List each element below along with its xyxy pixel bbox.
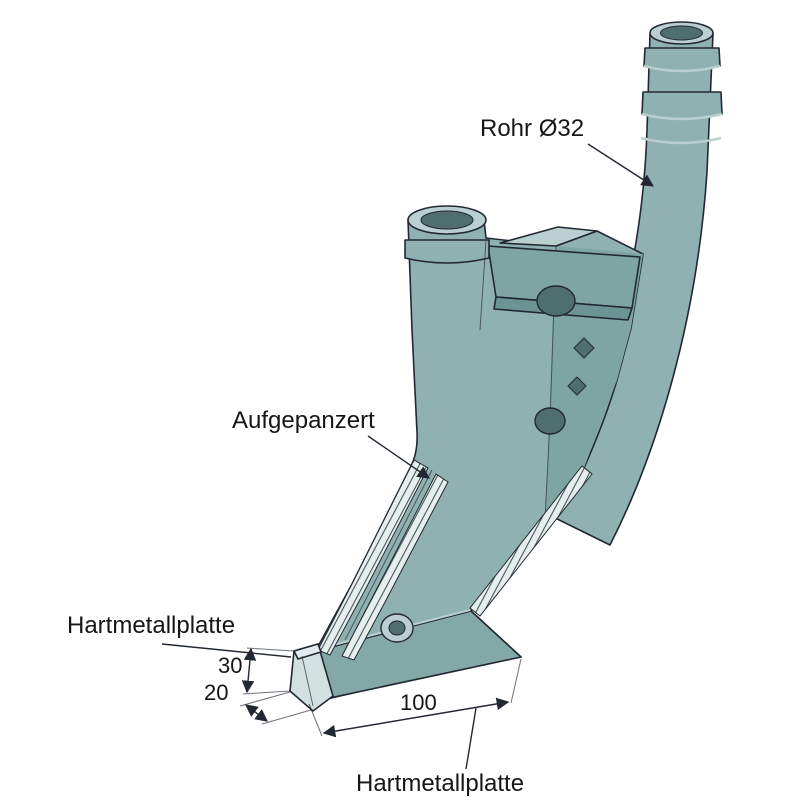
label-hartmetallplatte-left: Hartmetallplatte <box>67 612 235 639</box>
annotations: Rohr Ø32 Aufgepanzert Hartmetallplatte 3… <box>67 115 655 797</box>
dim-100-ext-left <box>308 703 323 737</box>
clevis-top-flange <box>499 226 598 247</box>
part-illustration <box>289 21 723 712</box>
dim-30-ext-bottom <box>242 690 291 695</box>
dim-20-line <box>244 704 269 722</box>
serration-band-right <box>469 465 593 617</box>
clamp-tube-edge-line <box>479 239 487 331</box>
tube-ring-line-2 <box>641 112 723 121</box>
dim-20-ext-right <box>261 709 312 725</box>
tube-ring-line-3 <box>640 136 722 145</box>
tip-pin-hole <box>388 620 406 636</box>
clamp-tube-bore <box>420 210 474 230</box>
leader-hartmetallplatte-left <box>161 643 292 658</box>
label-hartmetallplatte-bottom: Hartmetallplatte <box>356 770 524 797</box>
dim-100-ext-right <box>510 658 522 704</box>
leader-rohr-arrow <box>587 143 655 187</box>
dim-30-line <box>241 647 257 694</box>
carbide-tip-top-facet <box>293 643 322 660</box>
dim-20: 20 <box>204 680 228 705</box>
diamond-cutout-2 <box>567 376 587 396</box>
leader-aufgepanzert-arrow <box>367 435 431 479</box>
clevis-hole <box>536 285 576 317</box>
dim-100: 100 <box>400 690 437 715</box>
dim-20-ext-left <box>239 691 291 707</box>
shank-ridge-line <box>344 469 433 641</box>
dim-30-ext-top <box>246 647 295 652</box>
label-aufgepanzert: Aufgepanzert <box>232 407 375 434</box>
dim-30: 30 <box>218 653 242 678</box>
leader-hartmetallplatte-bottom <box>465 707 477 770</box>
body-round-hole <box>534 407 566 435</box>
clamp-tube-collar <box>404 239 490 264</box>
dim-100-line <box>322 697 510 738</box>
label-rohr: Rohr Ø32 <box>480 115 584 142</box>
tube-collar-lower <box>641 91 723 120</box>
tube-top-bore <box>660 25 703 41</box>
tube-ring-line-1 <box>643 64 721 73</box>
carbide-tip-facet-line <box>301 655 314 707</box>
diamond-cutout-1 <box>573 337 595 359</box>
serration-band-inner <box>341 473 449 661</box>
